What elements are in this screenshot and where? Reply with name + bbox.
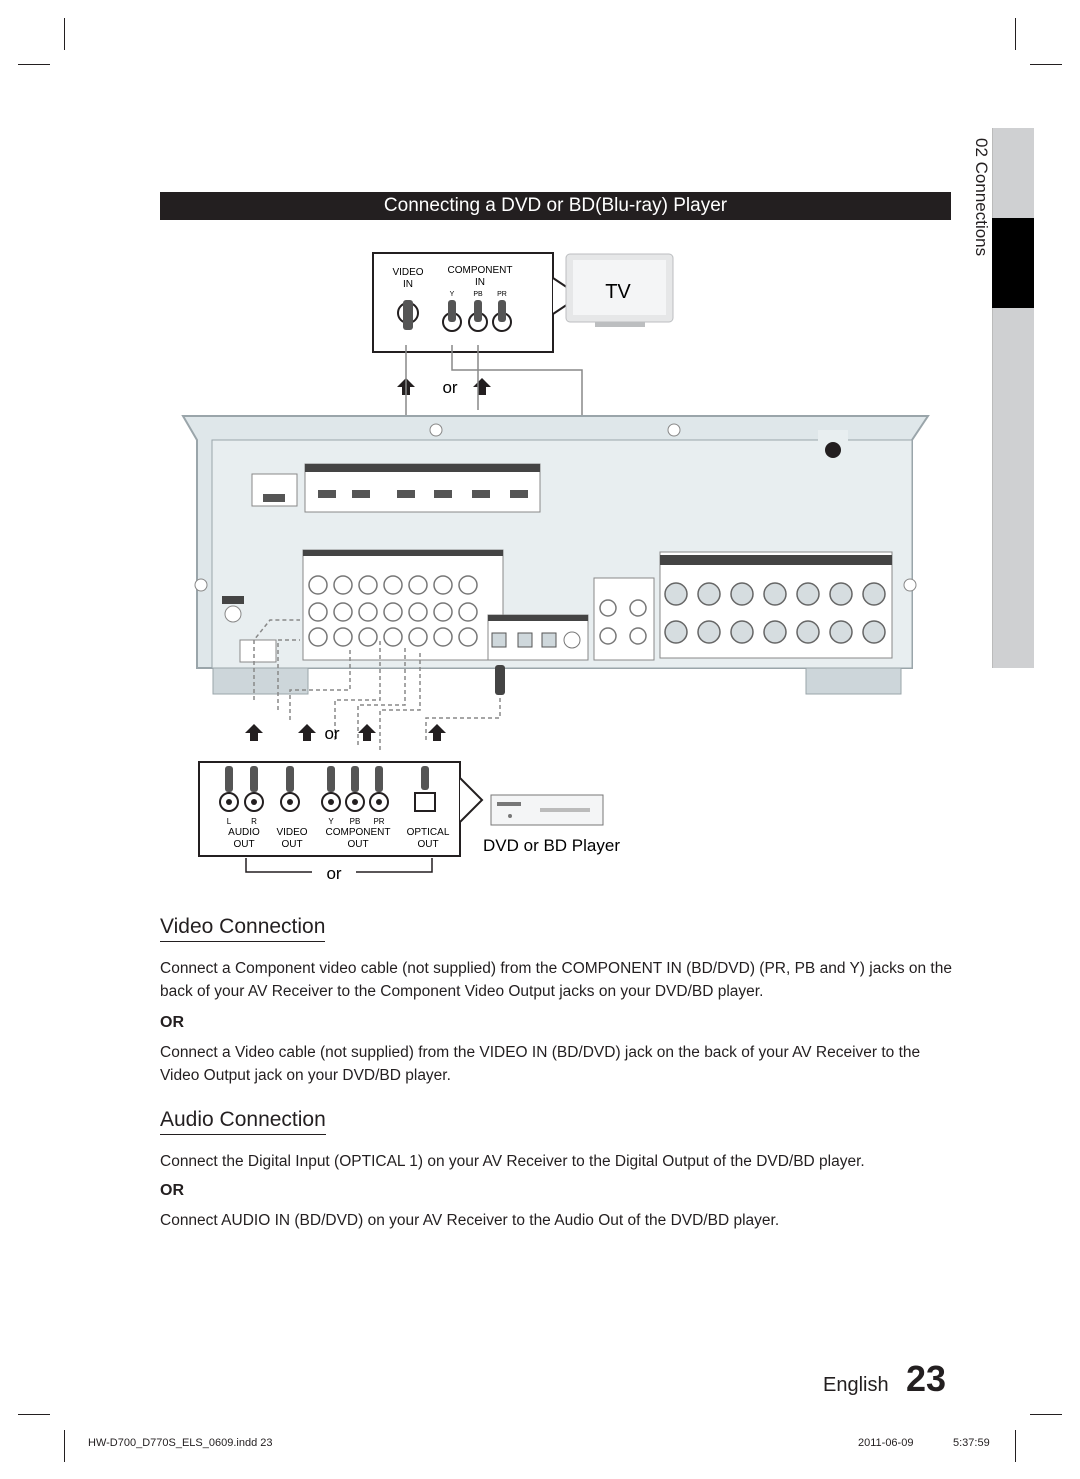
tv-video-in-label-2: IN: [403, 279, 413, 290]
audio-connection-heading: Audio Connection: [160, 1108, 326, 1135]
side-tab-marker: [992, 218, 1034, 308]
crop-mark: [1015, 18, 1016, 50]
or-label-bottom: or: [326, 864, 341, 883]
player-label: DVD or BD Player: [483, 836, 620, 855]
audio-connection-or: OR: [160, 1182, 184, 1199]
player-video-label: VIDEO: [276, 827, 307, 838]
audio-connection-para-2: Connect AUDIO IN (BD/DVD) on your AV Rec…: [160, 1212, 780, 1229]
crop-mark: [18, 64, 50, 65]
video-connection-or: OR: [160, 1014, 184, 1031]
tv-component-in-label-2: IN: [475, 277, 485, 288]
print-slug-date: 2011-06-09: [858, 1437, 914, 1449]
tv-label: TV: [605, 281, 631, 303]
or-label-middle: or: [324, 724, 339, 743]
video-connection-heading: Video Connection: [160, 915, 326, 942]
player-audio-label-2: OUT: [233, 839, 254, 850]
player-optical-label: OPTICAL: [407, 827, 450, 838]
player-video-label-2: OUT: [281, 839, 302, 850]
section-title: Connecting a DVD or BD(Blu-ray) Player: [160, 192, 951, 220]
print-slug-time: 5:37:59: [953, 1437, 990, 1449]
dvd-player-icon: [490, 794, 604, 826]
tv-input-panel: VIDEO IN COMPONENT IN Y PB PR: [372, 252, 582, 353]
crop-mark: [64, 1430, 65, 1462]
or-label-top: or: [442, 378, 457, 397]
page-number: 23: [906, 1358, 947, 1399]
crop-mark: [1030, 64, 1062, 65]
tv-jack-pb: PB: [473, 291, 483, 298]
player-jack-pb: PB: [350, 817, 361, 826]
audio-connection-para-1: Connect the Digital Input (OPTICAL 1) on…: [160, 1153, 865, 1170]
video-connection-para-2: Connect a Video cable (not supplied) fro…: [160, 1044, 921, 1084]
player-jack-pr: PR: [373, 817, 384, 826]
tv-video-in-label: VIDEO: [392, 267, 423, 278]
player-optical-label-2: OUT: [417, 839, 438, 850]
receiver-back-panel: [181, 415, 930, 695]
player-component-label-2: OUT: [347, 839, 368, 850]
tv-component-in-label: COMPONENT: [448, 265, 513, 276]
crop-mark: [1015, 1430, 1016, 1462]
tv-icon: TV: [565, 253, 674, 327]
player-component-label: COMPONENT: [326, 827, 391, 838]
side-tab-label: 02 Connections: [972, 138, 991, 257]
crop-mark: [1030, 1414, 1062, 1415]
crop-mark: [64, 18, 65, 50]
player-jack-y: Y: [328, 817, 334, 826]
player-audio-label: AUDIO: [228, 827, 260, 838]
side-tab-label-strip: [964, 128, 993, 668]
tv-jack-pr: PR: [497, 291, 507, 298]
crop-mark: [18, 1414, 50, 1415]
tv-jack-y: Y: [450, 291, 455, 298]
player-output-panel: L R Y PB PR AUDIO OUT VIDEO OUT COMPONEN…: [198, 761, 484, 857]
connection-diagram: VIDEO IN COMPONENT IN Y PB PR TV or: [181, 252, 930, 883]
player-audio-r: R: [251, 817, 257, 826]
player-audio-l: L: [227, 817, 232, 826]
page-language: English: [823, 1374, 889, 1396]
print-slug-file: HW-D700_D770S_ELS_0609.indd 23: [88, 1437, 273, 1449]
video-connection-para-1: Connect a Component video cable (not sup…: [160, 960, 952, 1000]
